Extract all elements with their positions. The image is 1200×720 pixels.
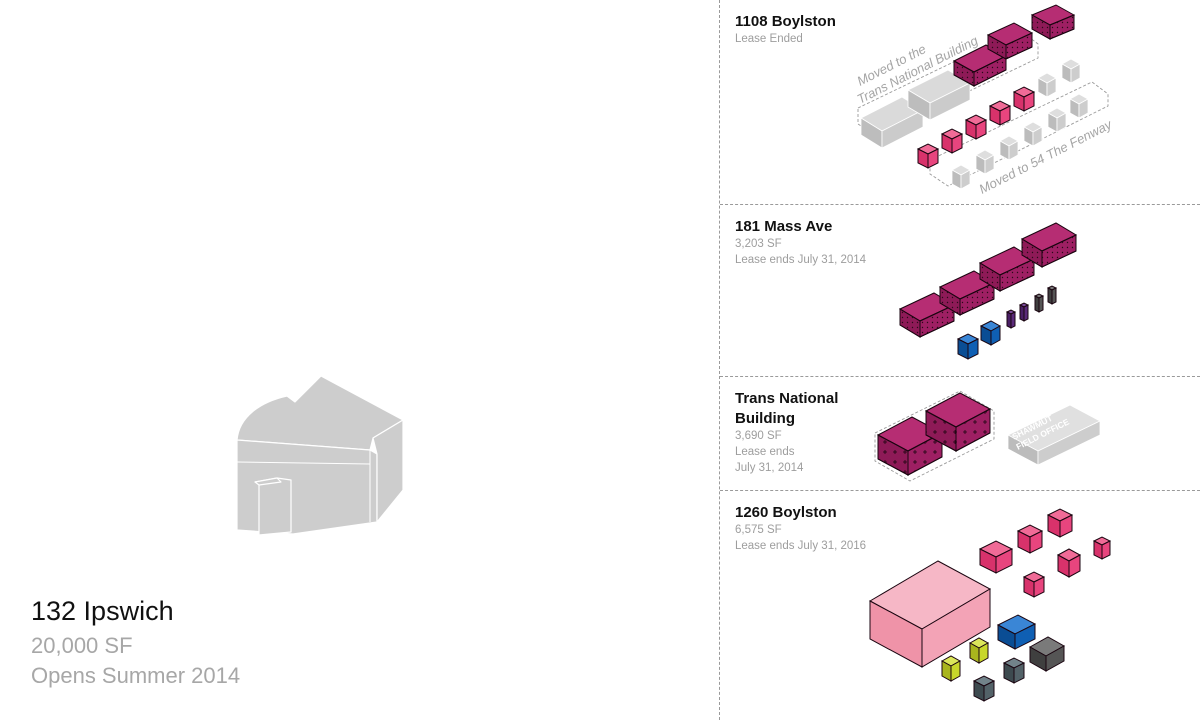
section-181-mass-ave: 181 Mass Ave 3,203 SF Lease ends July 31… [720,205,1200,376]
magenta-block [1030,4,1076,40]
mass-ave-blocks-illustration [898,222,1078,360]
pink-cube [1046,508,1074,538]
boylston-1108-blocks-illustration: Moved to the Trans National Building Mov… [855,4,1116,197]
gray-block-large [907,69,971,121]
main-building-illustration [236,375,404,536]
slate-cube [972,675,996,702]
pink-cube [916,143,940,169]
section-separator [720,376,1200,377]
gray-cube [1069,93,1089,119]
gray-cube [1047,107,1067,133]
section-title: 1108 Boylston [735,13,836,30]
blue-block [996,614,1037,650]
magenta-block [876,416,944,476]
section-1108-boylston: 1108 Boylston Lease Ended Moved to the T… [720,0,1200,204]
magenta-block [952,44,1008,87]
pink-cube [1056,548,1082,578]
dark-gray-slab [1046,285,1058,305]
gray-cube [1037,72,1057,98]
pink-cube [1092,536,1112,560]
pink-cube [940,128,964,154]
section-status: Lease Ended [735,33,803,45]
new-location-panel: 132 Ipswich 20,000 SF Opens Summer 2014 [31,375,404,688]
boylston-1260-blocks-illustration [868,508,1112,702]
section-title-line-2: Building [735,410,795,427]
purple-slab [1018,302,1030,322]
section-title: 181 Mass Ave [735,218,833,235]
note-54-fenway: Moved to 54 The Fenway [977,116,1116,197]
pink-cube [1016,524,1044,554]
location-title: 132 Ipswich [31,596,174,626]
field-office-sign-block [1007,404,1101,466]
section-size: 6,575 SF [735,524,782,536]
section-size: 3,203 SF [735,238,782,250]
trans-national-blocks-illustration: SHAWMUT FIELD OFFICE [874,390,1101,482]
magenta-block [986,22,1034,60]
section-1260-boylston: 1260 Boylston 6,575 SF Lease ends July 3… [720,491,1200,720]
section-lease: Lease ends July 31, 2014 [735,254,867,266]
location-opening: Opens Summer 2014 [31,663,241,688]
dark-gray-block [1028,636,1066,672]
pink-cube [1012,86,1036,112]
blue-cube [956,333,980,360]
section-lease-date: July 31, 2014 [735,462,804,474]
blue-cube [979,320,1002,346]
gray-cube [1023,121,1043,147]
gray-cube [999,135,1019,161]
magenta-block [978,246,1036,292]
section-separator [720,490,1200,491]
section-size: 3,690 SF [735,430,782,442]
pink-cube [964,114,988,140]
slate-cube [1002,657,1026,684]
gray-cube [975,149,995,175]
section-lease: Lease ends July 31, 2016 [735,540,867,552]
gray-cube [951,164,971,190]
pink-cube [978,540,1014,574]
pink-cube [988,100,1012,126]
dark-gray-slab [1033,293,1045,313]
purple-slab [1005,309,1017,329]
location-size: 20,000 SF [31,633,133,658]
magenta-block [1020,222,1078,268]
gray-cube [1061,58,1081,84]
section-trans-national-building: Trans National Building 3,690 SF Lease e… [720,377,1200,490]
section-title: 1260 Boylston [735,504,837,521]
lime-cube [968,637,990,664]
lime-cube [940,655,962,682]
section-title-line-1: Trans National [735,390,839,407]
vertical-divider [719,0,720,720]
light-pink-block-large [868,560,992,668]
section-separator [720,204,1200,205]
section-lease: Lease ends [735,446,795,458]
pink-cube [1022,571,1046,598]
magenta-block [924,392,992,452]
